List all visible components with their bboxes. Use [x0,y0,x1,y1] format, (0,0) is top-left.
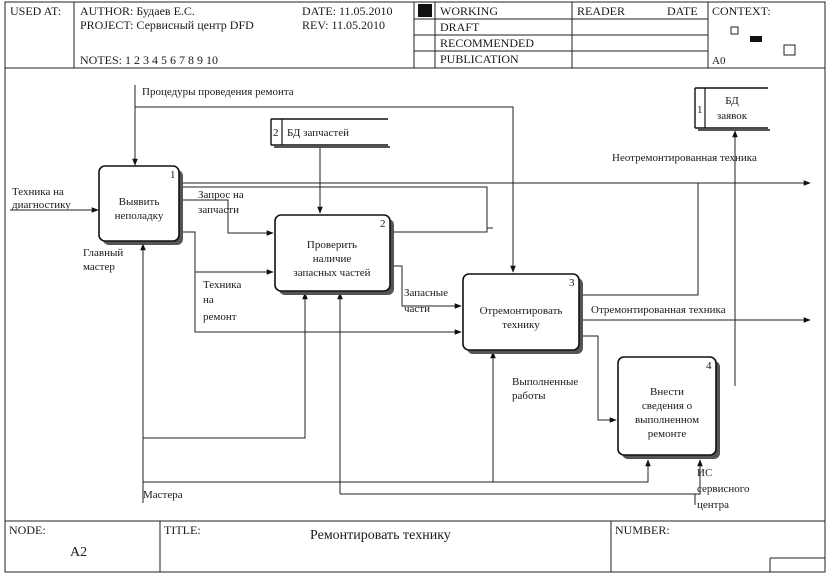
date-text: DATE: 11.05.2010 [302,4,393,18]
context-node-label: A0 [712,55,726,67]
title-label: TITLE: [164,523,201,537]
context-box-icon [783,44,796,56]
process-4-label-line4: ремонте [648,428,687,440]
process-2-label-line1: Проверить [307,239,357,251]
status-working: WORKING [440,4,498,18]
arrow-masters-p4 [143,459,651,483]
data-store-parts-number: 2 [273,127,279,139]
label-spare-parts-line1: Запасные [404,287,448,299]
arrow-masters-p2 [143,292,308,439]
node-value: A2 [70,545,87,560]
arrow-procedures-to-p3 [135,106,516,273]
process-3: 3 Отремонтировать технику [462,273,583,354]
process-4: 4 Внести сведения о выполненном ремонте [617,356,720,459]
data-store-requests-label-line1: БД [725,95,739,107]
project-text: PROJECT: Сервисный центр DFD [80,18,254,32]
number-label: NUMBER: [615,523,670,537]
label-tech-repair-line2: на [203,294,214,306]
process-2-label-line3: запасных частей [293,267,370,279]
process-1: 1 Выявить неполадку [98,165,183,245]
process-2-label-line2: наличие [313,253,352,265]
node-label: NODE: [9,523,46,537]
arrow-spare-parts [392,265,462,309]
label-tech-diag-line2: диагностику [12,199,71,211]
label-tech-repair-line1: Техника [203,279,241,291]
footer-block: NODE: A2 TITLE: Ремонтировать технику NU… [5,520,825,572]
status-recommended: RECOMMENDED [440,36,534,50]
arrow-labels: Процедуры проведения ремонта Техника на … [12,86,757,511]
data-store-requests-label-line2: заявок [717,110,748,122]
outer-frame [4,1,826,573]
label-tech-diag-line1: Техника на [12,186,64,198]
working-status-marker [418,4,432,17]
label-unrepaired: Неотремонтированная техника [612,152,757,164]
process-1-label-line2: неполадку [115,210,164,222]
process-1-label-line1: Выявить [119,196,160,208]
arrow-tech-repair-p2 [180,231,274,275]
process-3-label-line2: технику [502,319,540,331]
context-label: CONTEXT: [712,4,771,18]
process-4-number: 4 [706,360,712,372]
label-spare-parts-line2: части [404,303,430,315]
diagram-title: Ремонтировать технику [310,528,451,543]
line-p2-unrepaired [392,187,488,233]
label-main-master-line2: мастер [83,261,115,273]
arrow-parts-request [180,199,274,236]
status-publication: PUBLICATION [440,52,519,66]
label-is-center-line1: ИС [697,467,712,479]
label-parts-request-line2: запчасти [198,204,239,216]
data-store-requests-number: 1 [697,104,703,116]
label-works-done-line1: Выполненные [512,376,578,388]
data-store-requests: 1 БД заявок [694,87,770,131]
used-at-label: USED AT: [10,4,61,18]
arrow-p3-to-p4 [580,335,617,423]
process-2-number: 2 [380,218,386,230]
author-text: AUTHOR: Будаев Е.С. [80,4,195,18]
data-store-parts-label: БД запчастей [287,127,349,139]
label-masters: Мастера [143,489,183,501]
status-draft: DRAFT [440,20,480,34]
context-box-icon [730,26,739,35]
connectors [10,85,811,505]
process-2: 2 Проверить наличие запасных частей [274,214,394,295]
label-works-done-line2: работы [512,390,546,402]
process-3-number: 3 [569,277,575,289]
label-is-center-line3: центра [697,499,729,511]
process-1-number: 1 [170,169,176,181]
process-3-label-line1: Отремонтировать [480,305,563,317]
process-4-label-line2: сведения о [642,400,693,412]
line-is-center [340,461,701,495]
data-store-parts: 2 БД запчастей [270,118,390,148]
label-parts-request-line1: Запрос на [198,189,244,201]
reader-label: READER [577,4,625,18]
process-4-label-line3: выполненном [635,414,699,426]
notes-text: NOTES: 1 2 3 4 5 6 7 8 9 10 [80,53,218,67]
header-block: USED AT: AUTHOR: Будаев Е.С. PROJECT: Се… [5,2,825,69]
reader-date-label: DATE [667,4,698,18]
label-procedures: Процедуры проведения ремонта [142,86,294,98]
label-main-master-line1: Главный [83,247,123,259]
label-repaired: Отремонтированная техника [591,304,726,316]
arrow-tech-repair-p3 [194,272,462,335]
label-is-center-line2: сервисного [697,483,750,495]
label-tech-repair-line3: ремонт [203,311,237,323]
rev-text: REV: 11.05.2010 [302,18,385,32]
context-current-box-icon [750,36,762,42]
process-4-label-line1: Внести [650,386,684,398]
line-p3-unrepaired [580,183,699,296]
